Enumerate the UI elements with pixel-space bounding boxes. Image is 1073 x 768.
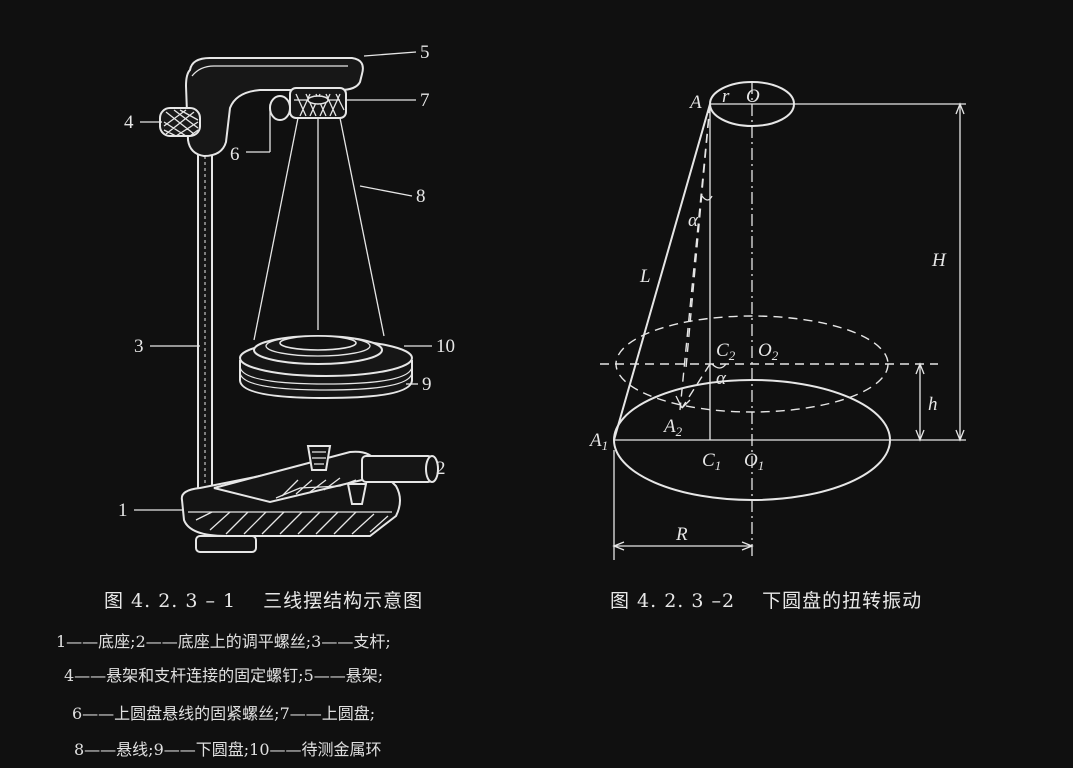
part-number-2: 2 xyxy=(436,458,446,479)
top-hanger xyxy=(184,57,364,158)
legend-line-4: 8——悬线;9——下圆盘;10——待测金属环 xyxy=(74,740,382,759)
dimension-H-arrows xyxy=(955,102,965,442)
label-A: A xyxy=(688,92,702,113)
label-C2: C2 xyxy=(716,340,736,363)
part-number-9: 9 xyxy=(422,374,432,395)
part-number-10: 10 xyxy=(436,336,455,357)
suspension-wire-left xyxy=(253,117,299,341)
legend-line-3: 6——上圆盘悬线的固紧螺丝;7——上圆盘; xyxy=(72,704,376,723)
part-number-7: 7 xyxy=(420,90,430,111)
label-O: O xyxy=(746,86,760,107)
wire-L xyxy=(613,103,711,441)
knurl-pattern xyxy=(163,109,199,137)
figure1-caption: 图 4. 2. 3 – 1 三线摆结构示意图 xyxy=(104,590,424,612)
part-number-6: 6 xyxy=(230,144,240,165)
dimension-R-arrows xyxy=(612,541,754,551)
metal-ring-inner xyxy=(279,335,357,351)
leader-5 xyxy=(363,51,417,57)
part-number-5: 5 xyxy=(420,42,430,63)
leveling-screw-lower xyxy=(346,483,368,505)
label-O2: O2 xyxy=(758,340,779,363)
hanger-edge xyxy=(191,65,348,77)
label-A2: A2 xyxy=(662,416,683,439)
label-O1: O1 xyxy=(744,450,764,473)
label-r: r xyxy=(722,86,730,107)
dimension-h-arrows xyxy=(915,362,925,442)
alpha-top-arc xyxy=(701,195,713,201)
part-number-1: 1 xyxy=(118,500,128,521)
leveling-screw-end xyxy=(425,455,439,483)
base-hatch xyxy=(195,511,389,535)
legend-line-1: 1——底座;2——底座上的调平螺丝;3——支杆; xyxy=(56,632,391,651)
arrow-head xyxy=(675,395,691,409)
label-alpha-top: α xyxy=(688,210,699,231)
part-number-4: 4 xyxy=(124,112,134,133)
lower-disc-rim1 xyxy=(239,365,413,385)
leveling-screw-thread xyxy=(312,451,326,465)
lower-disc-rim2 xyxy=(239,371,413,391)
label-L: L xyxy=(639,266,651,287)
legend-line-2: 4——悬架和支杆连接的固定螺钉;5——悬架; xyxy=(64,666,384,685)
label-A1: A1 xyxy=(588,430,608,453)
label-H: H xyxy=(931,250,947,271)
label-R: R xyxy=(675,524,688,545)
part-number-3: 3 xyxy=(134,336,144,357)
label-alpha-mid: α xyxy=(716,368,727,389)
upper-disc-hole xyxy=(307,95,329,105)
base-foot xyxy=(195,535,257,553)
leader-8 xyxy=(359,185,413,197)
alpha-mid-arc xyxy=(711,363,727,369)
base-arm-hatch xyxy=(281,477,341,497)
figure2-caption: 图 4. 2. 3 –2 下圆盘的扭转振动 xyxy=(610,590,923,612)
part-number-8: 8 xyxy=(416,186,426,207)
arc-line xyxy=(681,363,711,409)
suspension-wire-right xyxy=(339,117,385,337)
label-h: h xyxy=(928,394,938,415)
label-C1: C1 xyxy=(702,450,721,473)
